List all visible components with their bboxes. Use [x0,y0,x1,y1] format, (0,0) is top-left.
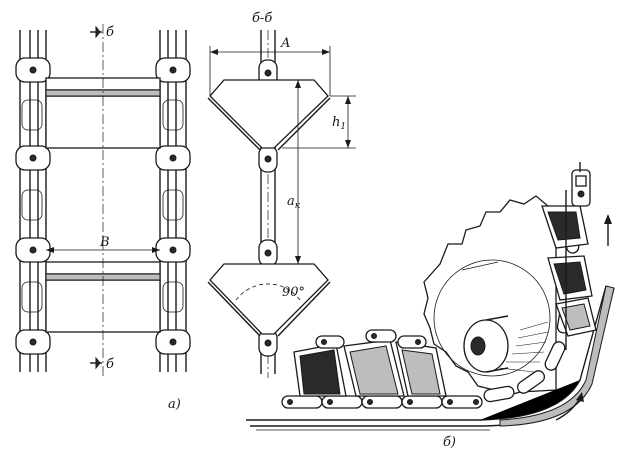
section-title: б-б [252,11,272,26]
dimension-label-A: A [280,36,290,51]
upper-bucket-section [207,79,331,151]
angle-label: 90° [282,285,305,300]
dimension-label-h1: h1 [332,115,346,132]
section-mark-bottom: б [106,357,114,372]
section-mark-top: б [106,25,114,40]
subfigure-label-b: б) [443,435,456,450]
motion-arrow-curve [555,392,584,421]
bottom-buckets [293,329,447,397]
view-a-chain-top-view [15,24,191,378]
lower-chain-run [281,395,483,409]
drive-sprocket [423,195,557,397]
dimension-label-ak: aк [287,194,301,211]
motion-arrow-up [604,214,612,246]
rising-buckets [541,162,597,350]
left-chain-links [15,57,51,355]
right-chain-links [155,57,191,355]
view-b-sprocket-assembly [246,162,615,431]
dimension-label-B: B [99,235,110,250]
lower-bucket-section [207,263,331,337]
subfigure-label-a: а) [168,397,181,412]
sprocket-hub [463,315,509,373]
section-b-b-side-view [207,30,356,378]
